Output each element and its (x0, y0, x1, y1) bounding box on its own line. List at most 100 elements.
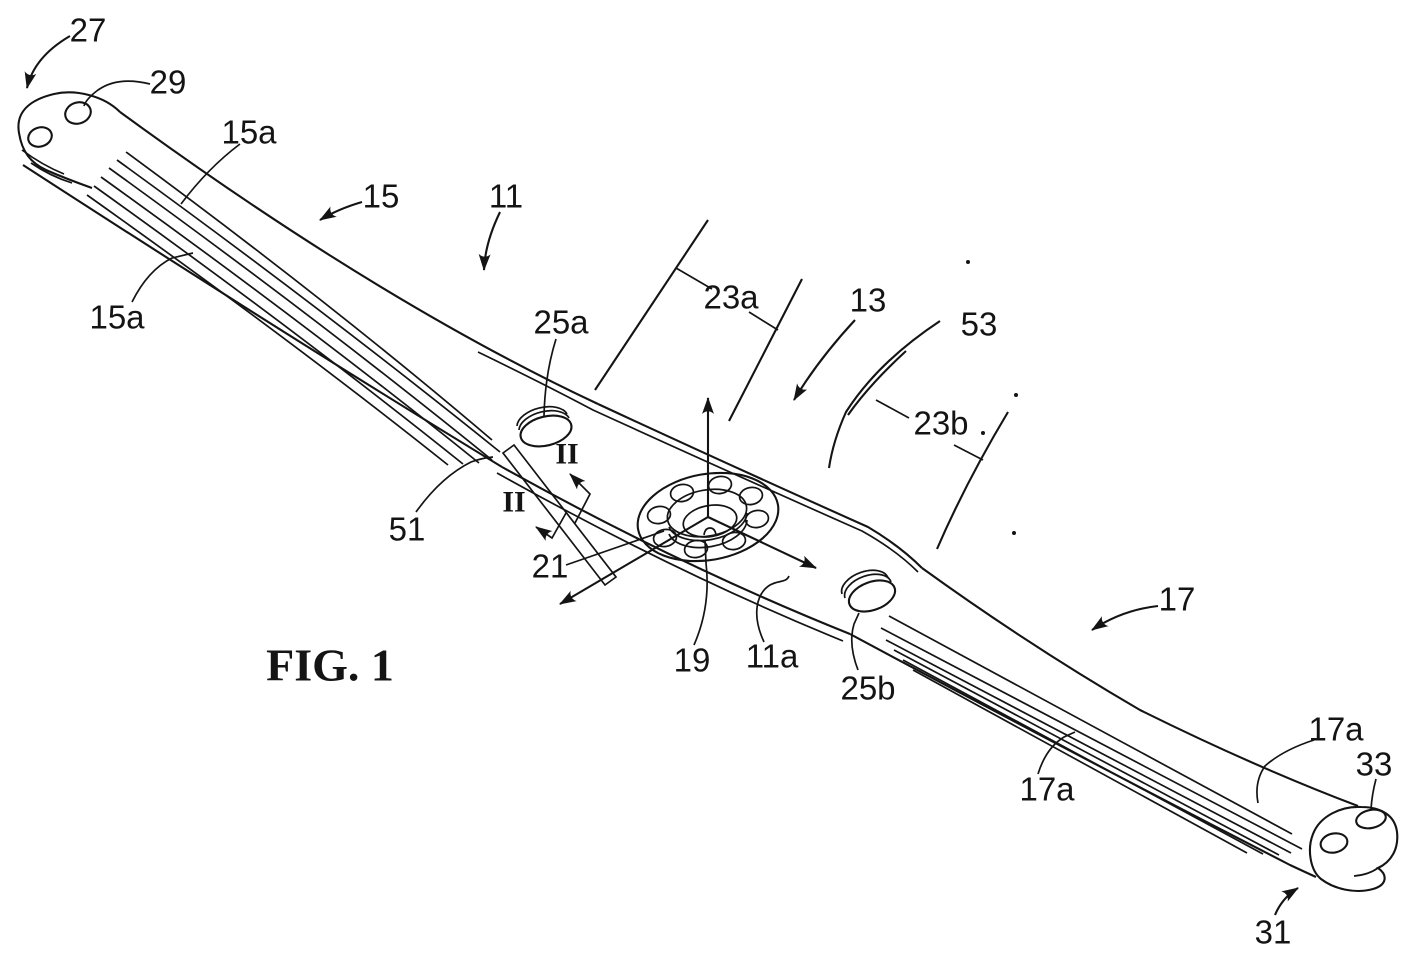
hub-flange-outline (636, 471, 780, 563)
ref-label-13: 13 (850, 282, 887, 319)
hub-boss-step (668, 519, 748, 549)
tick-23b-right (953, 444, 984, 461)
right-fitting-hole-33 (1355, 808, 1387, 830)
leader-17a-left (1037, 731, 1076, 775)
blade-rib (116, 159, 501, 453)
extent-line-23b-right (936, 411, 1009, 550)
left-fitting-thickness-line (30, 162, 73, 184)
right-fitting-thickness-line (1353, 867, 1379, 877)
leader-29 (83, 80, 151, 107)
hole-25a-rim (518, 409, 570, 431)
reference-labels: 27 29 15a 15 11 25a 23a 13 53 23b 15a 51… (70, 12, 1393, 951)
ref-label-51: 51 (389, 511, 426, 548)
oval-hole-25b (840, 569, 897, 613)
left-fitting-thickness-line (21, 149, 65, 175)
ref-label-15a-lower: 15a (89, 299, 145, 336)
hub-bolt-hole (744, 509, 770, 529)
arrow-13 (793, 319, 856, 401)
platform-bottom-edge-inner (496, 472, 844, 642)
blade-rib (893, 649, 1280, 856)
extent-curve-23b-left (847, 350, 907, 416)
hub-bolt-hole (669, 483, 695, 503)
section-cut-band (501, 443, 618, 587)
reference-leaders (24, 35, 1377, 916)
ref-label-15a-upper: 15a (221, 114, 277, 151)
hole-25b-opening (847, 579, 897, 613)
leader-51 (415, 456, 494, 513)
blade-rib (880, 627, 1303, 850)
platform-top-edge-inner (477, 351, 919, 573)
section-cut-indicator (501, 443, 618, 587)
leader-25a (543, 338, 557, 417)
blade-rib (125, 151, 493, 441)
blade-rib (93, 185, 464, 465)
print-dots (966, 260, 1018, 535)
blade-rib (108, 167, 493, 461)
ref-label-25a: 25a (533, 304, 589, 341)
ref-label-29: 29 (150, 64, 187, 101)
tick-23a-left (675, 267, 713, 290)
hub-bolt-hole (738, 486, 764, 506)
leader-21 (565, 530, 665, 566)
leader-17a-right (1256, 739, 1315, 804)
left-fitting-outline (17, 91, 121, 189)
ref-label-11a: 11a (746, 638, 799, 675)
center-platform (477, 351, 923, 642)
section-label-upper: II (555, 438, 578, 471)
ref-label-53: 53 (961, 306, 998, 343)
print-dot (1014, 393, 1018, 397)
blade-rib (885, 639, 1292, 854)
extent-line-23a-left (594, 219, 709, 391)
dimension-lines (594, 219, 1009, 550)
blade-rib (888, 615, 1293, 835)
hub-bolt-hole (707, 475, 733, 495)
tick-23a-right (748, 311, 779, 331)
section-arrow-upper (569, 473, 592, 524)
blade-rib (902, 659, 1264, 855)
ref-label-31: 31 (1255, 914, 1292, 951)
left-end-fitting (17, 91, 121, 189)
left-blade (22, 111, 599, 468)
blade-rib (86, 194, 449, 466)
print-dot (981, 431, 985, 435)
extent-line-23a-right (728, 278, 803, 422)
hub-bore-keyway (703, 527, 717, 536)
figure-caption: FIG. 1 (266, 640, 394, 691)
arrow-31 (1274, 887, 1299, 916)
axis-arrow-right (707, 516, 817, 569)
section-arrow-lower (535, 512, 567, 542)
right-blade (849, 567, 1359, 878)
leader-33 (1370, 778, 1377, 810)
ref-label-11: 11 (489, 178, 523, 215)
hole-25a-rim (516, 405, 568, 427)
hole-25a-opening (519, 414, 573, 448)
ref-label-27: 27 (70, 12, 107, 49)
leader-15a-upper (180, 143, 241, 205)
hole-25b-rim (840, 569, 889, 595)
ref-label-23b: 23b (913, 405, 968, 442)
right-fitting-hole (1319, 832, 1349, 854)
ref-label-33: 33 (1356, 746, 1393, 783)
right-end-fitting (1308, 805, 1399, 893)
blade-rib (100, 176, 480, 464)
print-dot (1012, 531, 1016, 535)
leader-15a-lower (131, 252, 194, 303)
ref-label-17a-left: 17a (1019, 771, 1075, 808)
ref-label-17: 17 (1159, 581, 1196, 618)
platform-bottom-edge (501, 466, 851, 635)
left-blade-top-edge (119, 111, 599, 405)
ref-label-15: 15 (363, 178, 400, 215)
arrow-15 (319, 200, 363, 221)
hub-boss-step (668, 512, 748, 542)
ref-label-25b: 25b (840, 670, 895, 707)
hub-axis-arrows (559, 397, 817, 605)
left-fitting-hole (27, 126, 53, 148)
leader-11a (756, 575, 790, 643)
section-label-lower: II (502, 486, 525, 519)
hub-bolt-hole (646, 505, 672, 525)
ref-label-21: 21 (532, 548, 569, 585)
leader-25b (850, 612, 860, 671)
blade-rib (912, 669, 1248, 854)
ref-label-17a-right: 17a (1308, 711, 1364, 748)
